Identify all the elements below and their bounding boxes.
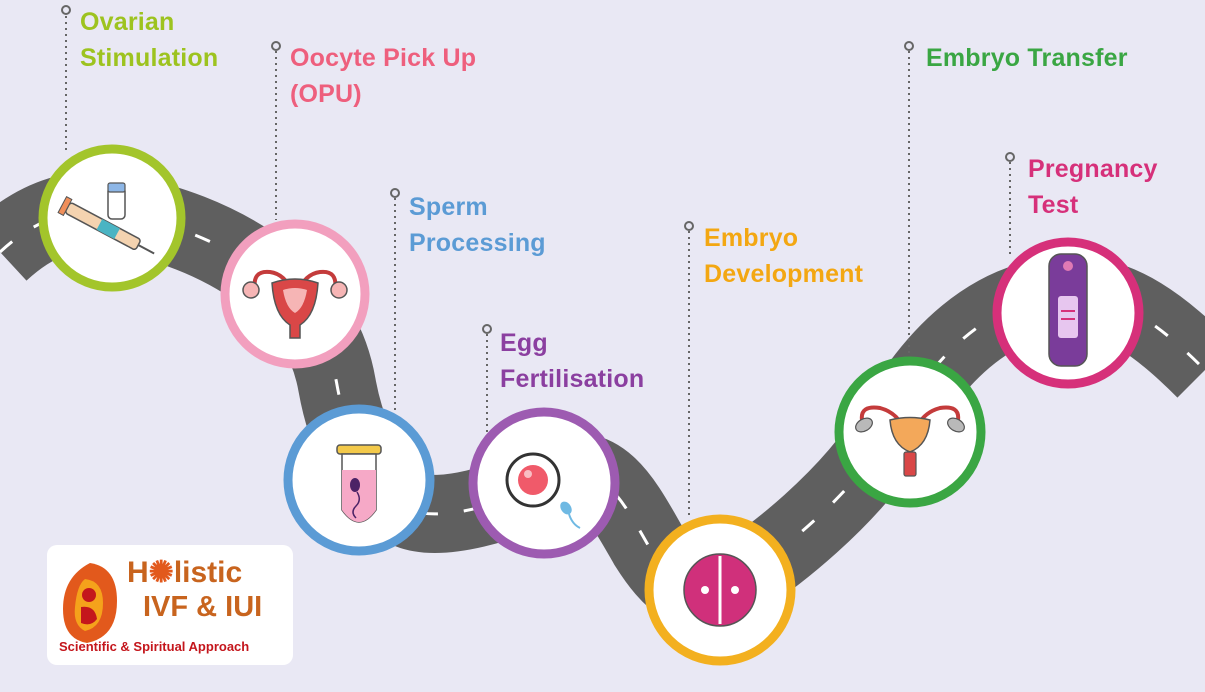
embryo-development-circle [644,514,796,666]
uterus-transfer-icon [855,405,965,477]
label-line: Sperm [409,193,488,221]
egg-fertilisation-circle [468,407,620,559]
holistic-logo: H✺listic IVF & IUI Scientific & Spiritua… [47,545,293,665]
syringe-icon [57,182,155,255]
logo-title-start: H [127,556,149,589]
label-line: Egg [500,329,548,357]
sunburst-icon: ✺ [148,556,174,589]
logo-title-end: listic [173,556,243,589]
label-line: Stimulation [80,44,219,72]
label-embryo-development: Embryo Development [704,220,863,292]
label-line: Fertilisation [500,365,645,393]
label-line: Processing [409,229,546,257]
logo-title: H✺listic [127,555,242,590]
embryo-icon [683,553,757,627]
label-line: Pregnancy [1028,155,1158,183]
pin-lines [65,16,1011,518]
label-oocyte-pick-up: Oocyte Pick Up (OPU) [290,40,476,112]
ovarian-stimulation-circle [38,144,186,292]
label-egg-fertilisation: Egg Fertilisation [500,325,644,397]
label-embryo-transfer: Embryo Transfer [926,40,1128,76]
label-ovarian-stimulation: Ovarian Stimulation [80,4,218,76]
sperm-processing-circle [283,404,435,556]
logo-tagline: Scientific & Spiritual Approach [59,639,250,654]
oocyte-pick-up-circle [220,219,370,369]
mother-child-emblem-icon [63,563,117,643]
label-line: Ovarian [80,8,175,36]
test-tube-sperm-icon [336,444,382,523]
label-line: (OPU) [290,80,362,108]
label-line: Oocyte Pick Up [290,44,477,72]
label-sperm-processing: Sperm Processing [409,189,546,261]
label-line: Test [1028,191,1079,219]
label-line: Embryo [704,224,799,252]
pregnancy-test-circle [992,237,1144,389]
embryo-transfer-circle [834,356,986,508]
egg-sperm-icon [505,452,581,529]
pregnancy-test-icon [1048,253,1088,367]
label-line: Development [704,260,864,288]
logo-subtitle: IVF & IUI [143,591,263,623]
pin-heads [61,5,1015,334]
label-line: Embryo Transfer [926,44,1128,72]
uterus-icon [242,269,348,339]
label-pregnancy-test: Pregnancy Test [1028,151,1158,223]
